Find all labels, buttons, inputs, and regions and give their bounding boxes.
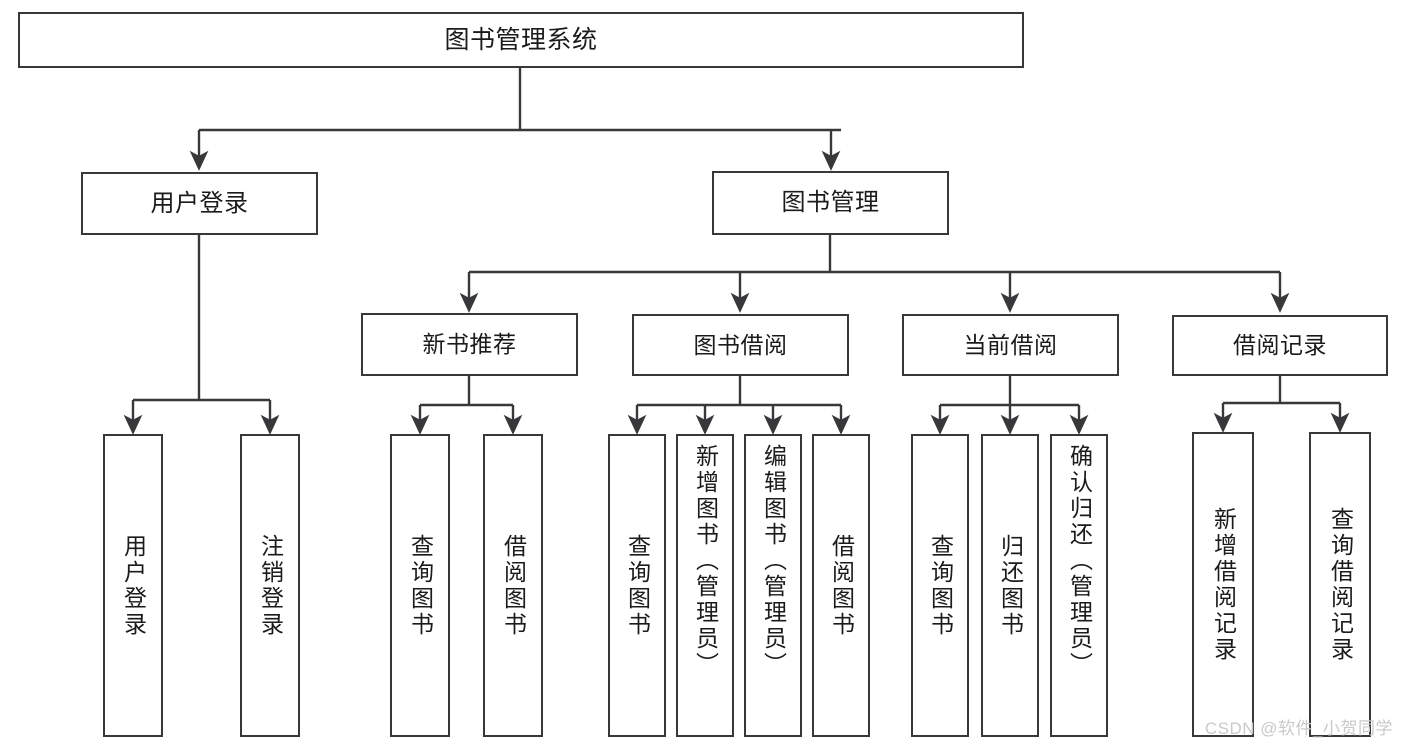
node-label: 图书管理系统 [444,25,598,54]
node-label: 借阅记录 [1233,332,1327,359]
node-label: 查询图书 [407,533,434,638]
leaf-current-confirm-return[interactable]: 确认归还（管理员） [1050,434,1108,737]
node-user-login[interactable]: 用户登录 [81,172,318,235]
node-label: 新增借阅记录 [1210,506,1237,663]
node-label: 用户登录 [150,189,249,217]
node-label: 确认归还（管理员） [1066,444,1093,678]
node-label: 借阅图书 [828,533,855,638]
node-label: 图书借阅 [693,331,788,358]
leaf-records-add-record[interactable]: 新增借阅记录 [1192,432,1254,737]
node-label: 当前借阅 [963,331,1058,358]
leaf-newbook-borrow-book[interactable]: 借阅图书 [483,434,543,737]
node-label: 用户登录 [120,533,147,638]
node-label: 归还图书 [997,533,1024,638]
leaf-newbook-query-book[interactable]: 查询图书 [390,434,450,737]
leaf-current-query-book[interactable]: 查询图书 [911,434,969,737]
node-label: 图书管理 [781,189,880,217]
node-book-management[interactable]: 图书管理 [712,171,949,235]
node-label: 查询借阅记录 [1327,506,1354,663]
node-label: 新书推荐 [422,331,517,358]
leaf-user-logout[interactable]: 注销登录 [240,434,300,737]
leaf-borrow-edit-book[interactable]: 编辑图书（管理员） [744,434,802,737]
node-label: 注销登录 [257,533,284,638]
node-label: 编辑图书（管理员） [760,444,787,678]
node-label: 查询图书 [927,533,954,638]
leaf-current-return-book[interactable]: 归还图书 [981,434,1039,737]
node-label: 新增图书（管理员） [692,444,719,678]
node-book-borrow[interactable]: 图书借阅 [632,314,849,376]
node-root-library-system[interactable]: 图书管理系统 [18,12,1024,68]
node-label: 借阅图书 [500,533,527,638]
watermark-text: CSDN @软件_小贺同学 [1204,719,1393,738]
node-borrow-records[interactable]: 借阅记录 [1172,315,1388,376]
leaf-borrow-lend-book[interactable]: 借阅图书 [812,434,870,737]
leaf-borrow-query-book[interactable]: 查询图书 [608,434,666,737]
node-new-book-recommend[interactable]: 新书推荐 [361,313,578,376]
node-label: 查询图书 [624,533,651,638]
node-current-borrow[interactable]: 当前借阅 [902,314,1119,376]
leaf-borrow-add-book[interactable]: 新增图书（管理员） [676,434,734,737]
leaf-records-query-record[interactable]: 查询借阅记录 [1309,432,1371,737]
leaf-user-login[interactable]: 用户登录 [103,434,163,737]
